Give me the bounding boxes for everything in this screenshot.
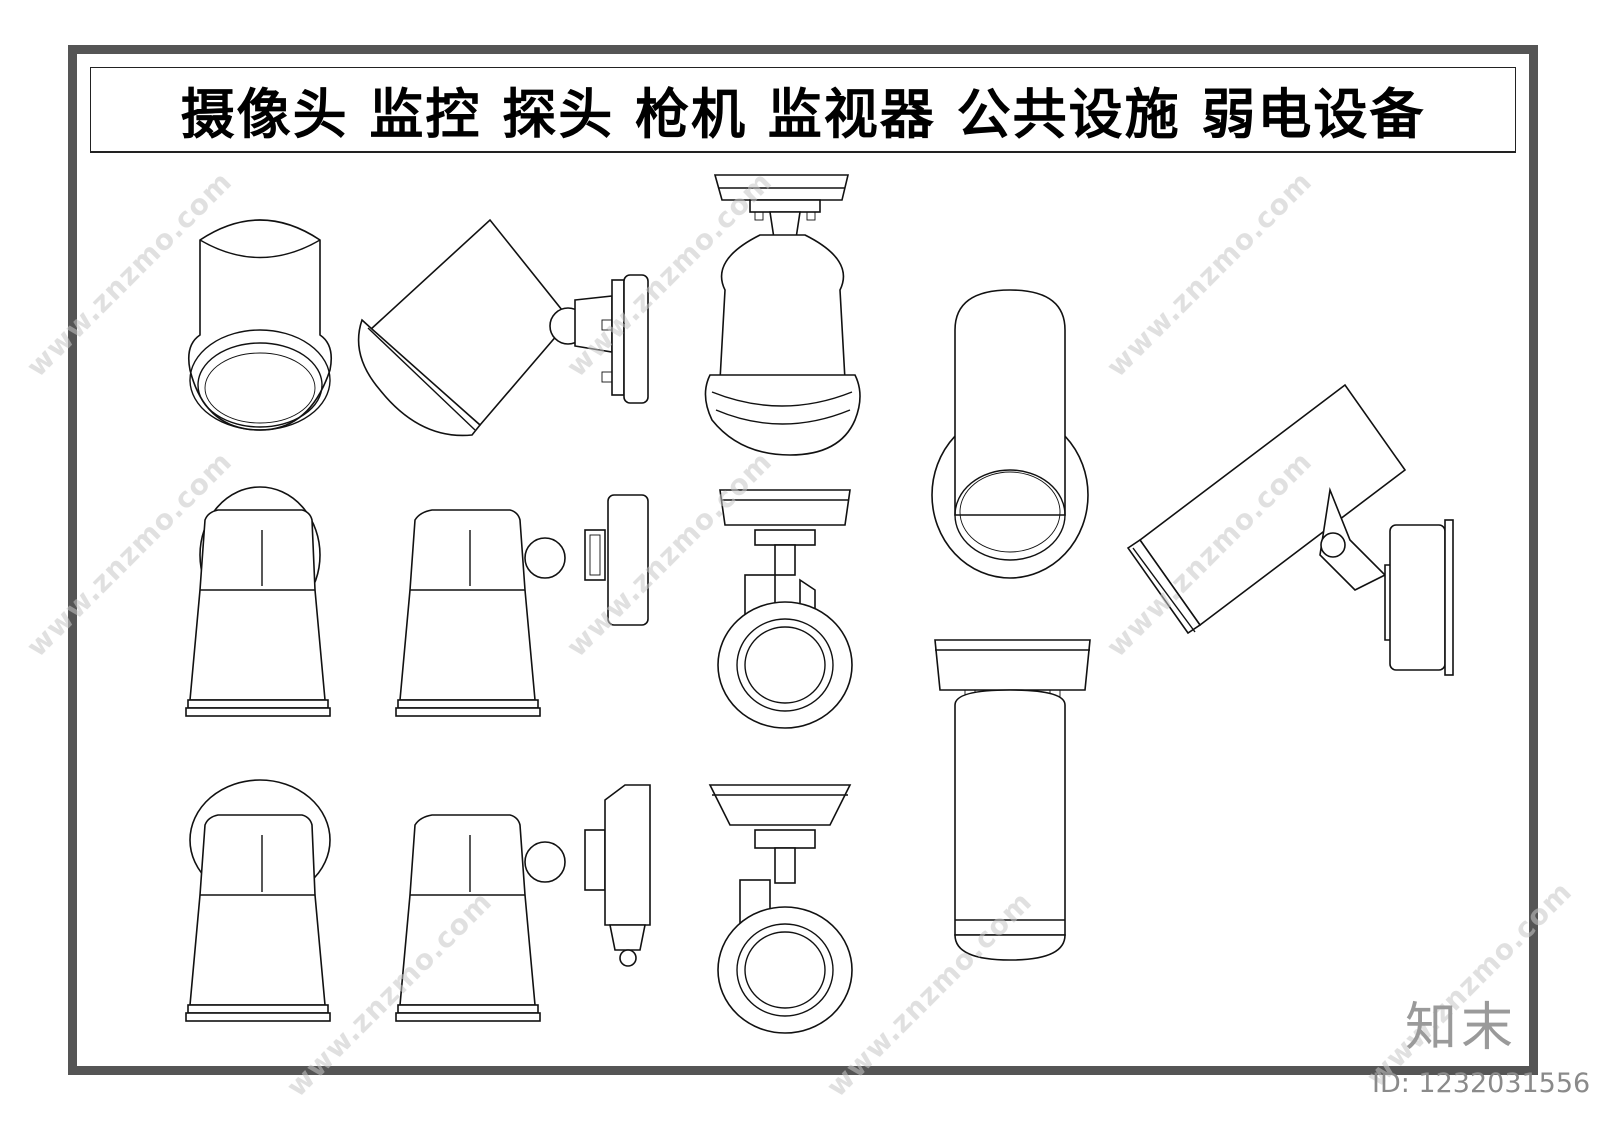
camera-front-wall-2 <box>185 779 331 1022</box>
brand-id: ID: 1232031556 <box>1372 1068 1591 1099</box>
bullet-camera-side <box>1126 383 1454 676</box>
camera-ceiling-pendant <box>704 174 861 456</box>
camera-side-wall <box>395 494 649 717</box>
camera-side-tilted <box>357 218 649 437</box>
bullet-camera-ceiling <box>934 639 1091 961</box>
page-title: 摄像头 监控 探头 枪机 监视器 公共设施 弱电设备 <box>180 83 1426 146</box>
title-bar: 摄像头 监控 探头 枪机 监视器 公共设施 弱电设备 <box>90 67 1516 153</box>
bullet-camera-front <box>931 289 1089 579</box>
brand-logo: 知末 <box>1405 998 1518 1058</box>
camera-front-angled <box>187 219 333 431</box>
camera-ceiling-bracket-2 <box>708 784 853 1034</box>
camera-side-wall-2 <box>395 784 651 1022</box>
camera-front-wall <box>185 486 331 717</box>
camera-ceiling-bracket <box>717 489 853 729</box>
